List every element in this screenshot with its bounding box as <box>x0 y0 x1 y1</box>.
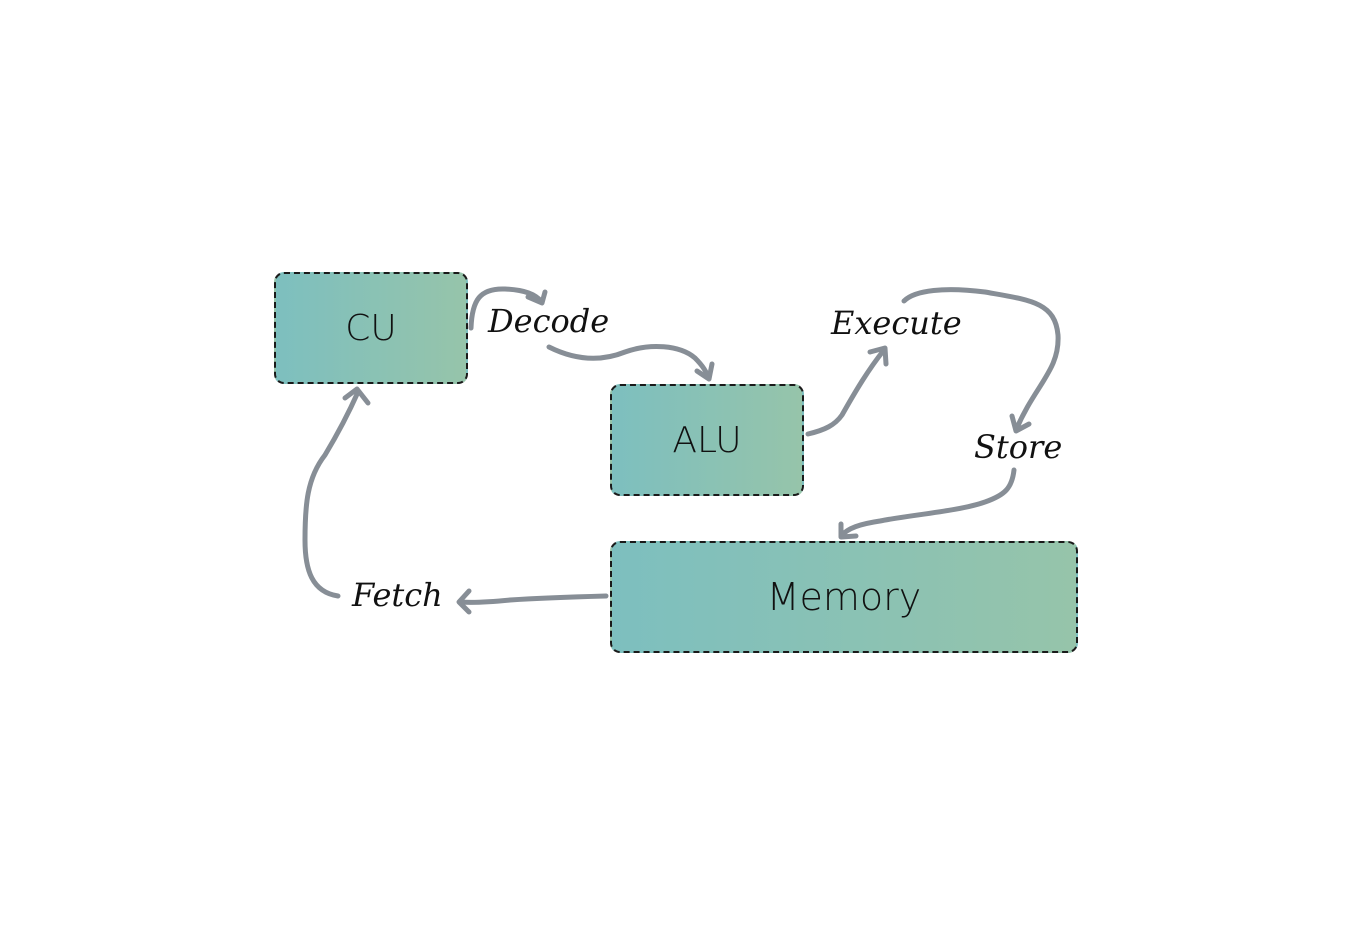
arrow-alu-to-execute <box>805 347 887 437</box>
node-alu: ALU <box>610 384 804 496</box>
arrowhead-fetch <box>456 588 472 615</box>
edge-label-store: Store <box>974 428 1063 466</box>
arrow-decode-to-alu <box>546 344 711 381</box>
arrowhead-execute <box>867 345 889 367</box>
arrow-execute-to-store <box>901 287 1061 433</box>
node-alu-label: ALU <box>672 419 742 461</box>
arrowhead-alu <box>694 361 715 382</box>
node-memory: Memory <box>610 541 1078 653</box>
arrowhead-cu <box>342 386 371 406</box>
arrow-cu-to-decode <box>468 286 545 331</box>
arrowhead-store <box>1009 413 1032 434</box>
arrow-memory-to-fetch <box>457 593 609 605</box>
node-cu: CU <box>274 272 468 384</box>
arrowhead-memory <box>838 521 859 540</box>
arrowhead-decode <box>525 289 548 306</box>
edge-label-execute: Execute <box>831 304 962 342</box>
arrow-store-to-memory <box>838 467 1017 539</box>
arrow-fetch-to-cu <box>302 389 361 599</box>
node-cu-label: CU <box>345 307 397 349</box>
edge-label-decode: Decode <box>488 302 610 340</box>
node-memory-label: Memory <box>766 575 922 619</box>
edge-label-fetch: Fetch <box>352 576 443 614</box>
